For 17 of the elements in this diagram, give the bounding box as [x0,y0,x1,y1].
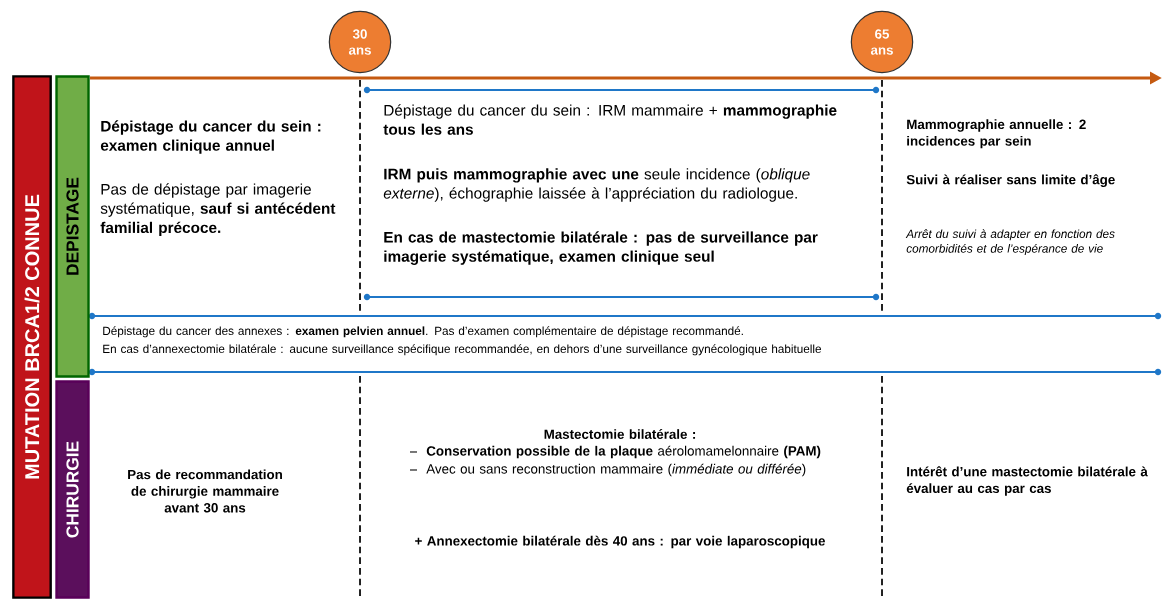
body-text: IRM puis mammographie avec une seule incidence (oblique externe), échographie laissée à l’appréciation du radiologue. [383,168,810,202]
body-text: Mastectomie bilatérale : [544,429,695,439]
body-text: En cas de mastectomie bilatérale : pas de surveillance par imagerie systématique, examen clinique seul [384,231,818,265]
body-text: Pas de recommandation de chirurgie mammaire avant 30 ans [128,469,282,513]
body-text: Conservation possible de la plaque aérolomamelonnaire (PAM) [426,445,821,459]
body-text: Dépistage du cancer des annexes : examen pelvien annuel. Pas d’examen complémentaire de dépistage recommandé. [103,326,743,338]
body-text: + Annexectomie bilatérale dès 40 ans : par voie laparoscopique [415,535,825,549]
category-band: CHIRURGIE [55,380,90,599]
body-text: En cas d’annexectomie bilatérale : aucune surveillance spécifique recommandée, en dehors d’une surveillance gynécologique habituelle [103,344,821,356]
category-band: DEPISTAGE [55,75,90,378]
mutation-band: MUTATION BRCA1/2 CONNUE [12,75,52,599]
body-text: Dépistage du cancer du sein : IRM mammaire + mammographie tous les ans [383,104,837,135]
body-text: Suivi à réaliser sans limite d’âge [906,174,1115,188]
body-text: Avec ou sans reconstruction mammaire (immédiate ou différée) [426,463,806,477]
body-text: Arrêt du suivi à adapter en fonction des comorbidités et de l’espérance de vie [905,229,1115,255]
body-text: Mammographie annuelle : 2 incidences par sein [907,119,1086,149]
body-text: Intérêt d’une mastectomie bilatérale à évaluer au cas par cas [906,466,1148,496]
